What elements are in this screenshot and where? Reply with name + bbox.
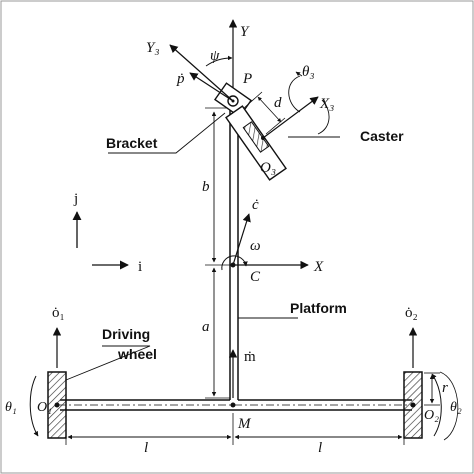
caster-assembly	[214, 82, 287, 181]
label-a: a	[202, 319, 210, 335]
label-x: X	[313, 259, 324, 275]
driving-wheel-leader	[65, 345, 151, 381]
d-dimension-line	[257, 96, 282, 123]
d-dimension-tick-b	[265, 117, 286, 135]
label-m-dot: ṁ	[244, 349, 256, 365]
theta2-outer-arc	[439, 371, 459, 441]
label-l-right: l	[318, 440, 322, 456]
label-x3: X₃	[319, 96, 334, 112]
label-l-left: l	[144, 440, 148, 456]
label-o2: O₂	[424, 408, 439, 423]
omega-rotation-arc	[221, 255, 248, 271]
name-bracket: Bracket	[106, 135, 158, 151]
label-o2-dot: ȯ₂	[405, 305, 418, 321]
psi-angle-arc	[205, 55, 233, 67]
label-c: C	[250, 269, 261, 285]
ab-dimensions	[205, 107, 235, 399]
label-d: d	[274, 95, 282, 111]
label-o3: O₃	[260, 160, 276, 176]
name-wheel: wheel	[117, 346, 157, 362]
p-velocity-arrow	[189, 72, 234, 102]
d-dimension-tick-a	[243, 91, 263, 109]
left-driving-wheel	[47, 371, 67, 439]
label-p: P	[242, 71, 252, 87]
c-velocity-arrow	[232, 213, 251, 266]
label-theta2: θ₂	[450, 400, 462, 415]
label-theta3: θ₃	[302, 64, 315, 80]
right-driving-wheel	[403, 371, 423, 439]
l-dimensions	[65, 413, 405, 445]
theta2-rotation-arc	[431, 373, 442, 437]
label-theta1: θ₁	[5, 400, 17, 415]
theta1-rotation-arc	[29, 375, 39, 437]
x3-axis-arrow	[262, 96, 319, 139]
label-o1: O₁	[37, 400, 52, 415]
name-platform: Platform	[290, 300, 347, 316]
label-psi: ψ	[210, 48, 220, 64]
label-m: M	[237, 416, 252, 432]
name-caster: Caster	[360, 128, 404, 144]
label-i: i	[138, 259, 142, 275]
label-b: b	[202, 179, 210, 195]
theta3-rotation-arc	[288, 75, 330, 135]
label-p-dot: ṗ	[176, 71, 185, 87]
label-y: Y	[240, 24, 250, 40]
label-c-dot: ċ	[252, 197, 259, 213]
label-omega: ω	[250, 238, 261, 254]
wheel-axle	[58, 399, 416, 411]
label-j: j	[73, 191, 78, 207]
bracket-leader	[108, 112, 226, 154]
point-m	[230, 402, 236, 408]
name-driving: Driving	[102, 326, 150, 342]
y3-axis-arrow	[169, 44, 234, 102]
label-r: r	[442, 380, 448, 396]
label-y3: Y₃	[146, 40, 160, 56]
theta3-arc-head	[295, 71, 303, 77]
radius-dimension	[424, 372, 440, 406]
label-o1-dot: ȯ₁	[52, 305, 65, 321]
